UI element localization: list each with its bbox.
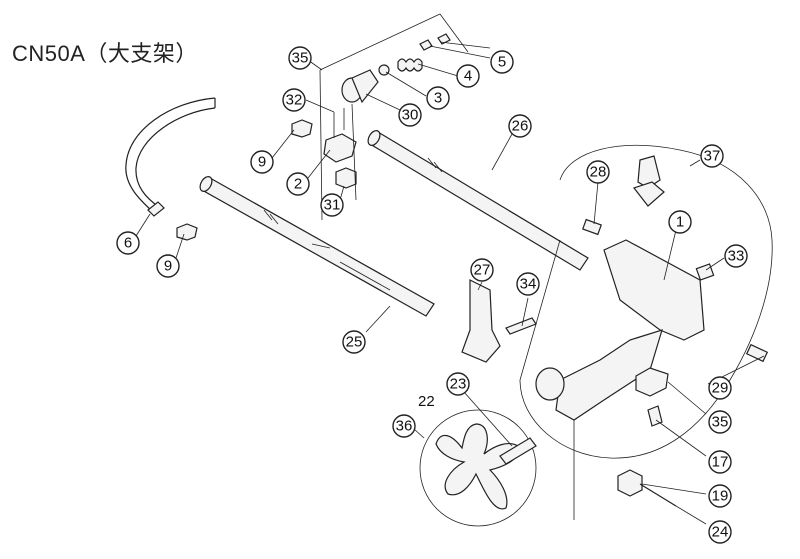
rod-25 — [199, 176, 435, 317]
svg-text:27: 27 — [474, 262, 491, 279]
svg-text:29: 29 — [712, 380, 729, 397]
callout-19: 19 — [708, 484, 732, 508]
svg-text:35: 35 — [292, 50, 309, 67]
flexible-cable — [125, 97, 216, 213]
svg-text:26: 26 — [512, 118, 529, 135]
svg-text:9: 9 — [258, 154, 266, 171]
rod-26 — [367, 130, 589, 271]
leader-lines — [135, 41, 765, 525]
callout-26: 26 — [508, 114, 532, 138]
clamp-upper — [291, 119, 313, 138]
callout-6: 6 — [116, 231, 140, 255]
star-knob — [419, 409, 537, 527]
svg-text:28: 28 — [590, 164, 607, 181]
svg-text:34: 34 — [520, 276, 537, 293]
callout-24: 24 — [708, 520, 732, 544]
callout-3: 3 — [426, 86, 450, 110]
callout-25: 25 — [342, 330, 366, 354]
svg-text:33: 33 — [728, 248, 745, 265]
svg-text:30: 30 — [402, 107, 419, 124]
frame-outline-37 — [519, 145, 773, 459]
svg-text:17: 17 — [712, 454, 729, 471]
svg-text:9: 9 — [164, 258, 172, 275]
callout-23: 23 — [446, 372, 470, 396]
svg-text:5: 5 — [498, 54, 506, 71]
callout-29: 29 — [708, 376, 732, 400]
svg-text:25: 25 — [346, 334, 363, 351]
svg-text:32: 32 — [286, 92, 303, 109]
callout-36: 36 — [392, 414, 416, 438]
callout-37: 37 — [700, 144, 724, 168]
callout-2: 2 — [286, 172, 310, 196]
svg-text:36: 36 — [396, 418, 413, 435]
svg-text:2: 2 — [294, 176, 302, 193]
callout-35-lower: 35 — [708, 410, 732, 434]
svg-text:31: 31 — [324, 197, 341, 214]
svg-text:6: 6 — [124, 235, 132, 252]
svg-text:24: 24 — [712, 524, 729, 541]
callout-35-top: 35 — [288, 46, 312, 70]
callout-33: 33 — [724, 244, 748, 268]
callout-31: 31 — [320, 193, 344, 217]
svg-text:19: 19 — [712, 488, 729, 505]
svg-text:23: 23 — [450, 376, 467, 393]
upper-assembly — [319, 13, 469, 221]
svg-text:35: 35 — [712, 414, 729, 431]
screw-34 — [505, 317, 537, 335]
svg-text:3: 3 — [434, 90, 442, 107]
callout-4: 4 — [456, 64, 480, 88]
callout-5: 5 — [490, 50, 514, 74]
svg-text:37: 37 — [704, 148, 721, 165]
label-22: 22 — [418, 393, 435, 410]
clamp-lower — [176, 223, 198, 241]
callout-9-lower: 9 — [156, 254, 180, 278]
callout-27: 27 — [470, 258, 494, 282]
callout-34: 34 — [516, 272, 540, 296]
svg-text:1: 1 — [676, 214, 684, 231]
callout-30: 30 — [398, 103, 422, 127]
callout-17: 17 — [708, 450, 732, 474]
main-frame — [535, 155, 769, 507]
bracket-27 — [461, 279, 501, 363]
callout-1: 1 — [668, 210, 692, 234]
callout-9-upper: 9 — [250, 150, 274, 174]
diagram-title: CN50A（大支架） — [12, 41, 198, 66]
svg-text:4: 4 — [464, 68, 472, 85]
callout-28: 28 — [586, 160, 610, 184]
callout-32: 32 — [282, 88, 306, 112]
